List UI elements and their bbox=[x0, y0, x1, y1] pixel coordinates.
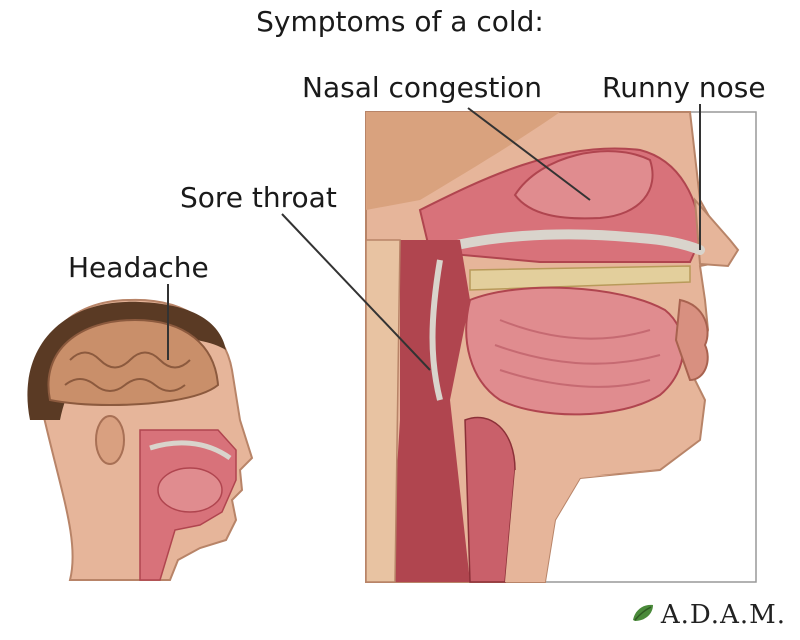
tongue bbox=[466, 288, 683, 415]
small-tongue bbox=[158, 468, 222, 512]
spine bbox=[366, 240, 400, 582]
label-runny-nose: Runny nose bbox=[602, 72, 766, 104]
label-nasal-congestion: Nasal congestion bbox=[302, 72, 542, 104]
label-sore-throat: Sore throat bbox=[180, 182, 337, 214]
adam-logo: A.D.A.M. bbox=[631, 600, 786, 630]
brand-text: A.D.A.M. bbox=[661, 600, 786, 630]
leaf-icon bbox=[631, 602, 657, 628]
small-head bbox=[27, 300, 252, 580]
diagram-title: Symptoms of a cold: bbox=[0, 6, 800, 38]
cross-section bbox=[366, 112, 756, 582]
label-headache: Headache bbox=[68, 252, 209, 284]
ear bbox=[96, 416, 124, 464]
